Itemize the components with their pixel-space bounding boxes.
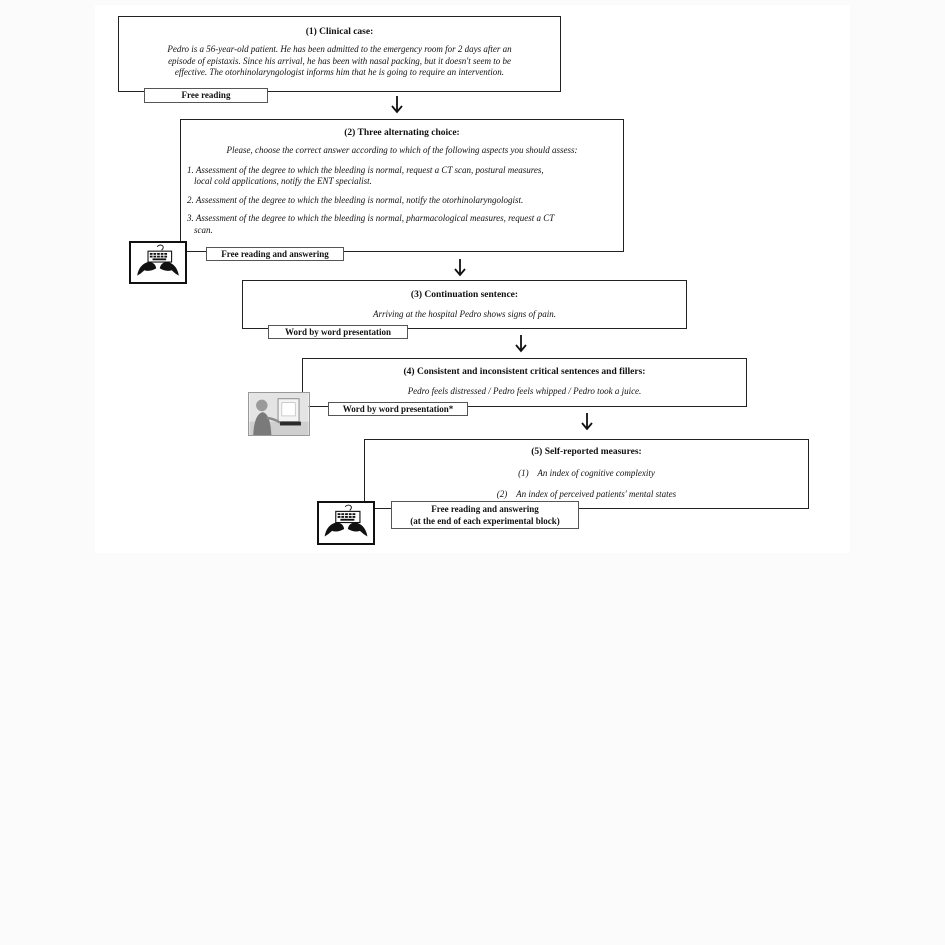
- step2-title: (2) Three alternating choice:: [344, 128, 460, 138]
- step3-word-by-word-tag: Word by word presentation: [268, 325, 408, 339]
- step2-option-3: 3. Assessment of the degree to which the…: [187, 213, 623, 236]
- step1-line: episode of epistaxis. Since his arrival,…: [168, 55, 511, 66]
- participant-at-screen-photo-icon: [248, 392, 310, 436]
- step2-instruction: Please, choose the correct answer accord…: [226, 145, 578, 155]
- option-line: local cold applications, notify the ENT …: [194, 176, 372, 186]
- keyboard-hands-icon: [129, 241, 187, 284]
- step5-measure-1: (1) An index of cognitive complexity: [518, 468, 655, 478]
- step1-text: Pedro is a 56-year-old patient. He has b…: [119, 44, 560, 79]
- step2-free-reading-answering-tag: Free reading and answering: [206, 247, 344, 261]
- step5-free-reading-answering-tag: Free reading and answering (at the end o…: [391, 501, 579, 529]
- step4-title: (4) Consistent and inconsistent critical…: [403, 367, 646, 377]
- step5-tag-line2: (at the end of each experimental block): [410, 516, 560, 526]
- step4-word-by-word-tag: Word by word presentation*: [328, 402, 468, 416]
- down-arrow-icon: [515, 335, 527, 353]
- down-arrow-icon: [581, 413, 593, 431]
- step1-line: effective. The otorhinolaryngologist inf…: [174, 67, 505, 77]
- step3-title: (3) Continuation sentence:: [410, 290, 519, 300]
- step1-clinical-case-box: (1) Clinical case: Pedro is a 56-year-ol…: [118, 16, 561, 92]
- option-line: 2. Assessment of the degree to which the…: [187, 194, 524, 205]
- down-arrow-icon: [391, 96, 403, 114]
- step5-self-reported-box: (5) Self-reported measures: (1) An index…: [364, 439, 809, 509]
- step3-continuation-box: (3) Continuation sentence: Arriving at t…: [242, 280, 687, 329]
- step3-sentence: Arriving at the hospital Pedro shows sig…: [373, 309, 556, 319]
- step5-tag-line1: Free reading and answering: [431, 504, 539, 514]
- step4-critical-sentences-box: (4) Consistent and inconsistent critical…: [302, 358, 747, 407]
- step1-line: Pedro is a 56-year-old patient. He has b…: [167, 44, 512, 54]
- step5-measure-2: (2) An index of perceived patients' ment…: [496, 488, 677, 499]
- step2-option-2: 2. Assessment of the degree to which the…: [187, 195, 623, 207]
- option-line: scan.: [194, 224, 213, 235]
- step2-option-1: 1. Assessment of the degree to which the…: [187, 165, 623, 188]
- step1-free-reading-tag: Free reading: [144, 88, 268, 103]
- step2-options: 1. Assessment of the degree to which the…: [181, 165, 623, 237]
- step2-choice-box: (2) Three alternating choice: Please, ch…: [180, 119, 624, 252]
- step4-sentence: Pedro feels distressed / Pedro feels whi…: [407, 386, 642, 396]
- option-line: 1. Assessment of the degree to which the…: [187, 164, 544, 175]
- step5-title: (5) Self-reported measures:: [531, 447, 642, 457]
- keyboard-hands-icon: [317, 501, 375, 545]
- step1-title: (1) Clinical case:: [305, 27, 374, 37]
- option-line: 3. Assessment of the degree to which the…: [187, 213, 555, 223]
- down-arrow-icon: [454, 259, 466, 277]
